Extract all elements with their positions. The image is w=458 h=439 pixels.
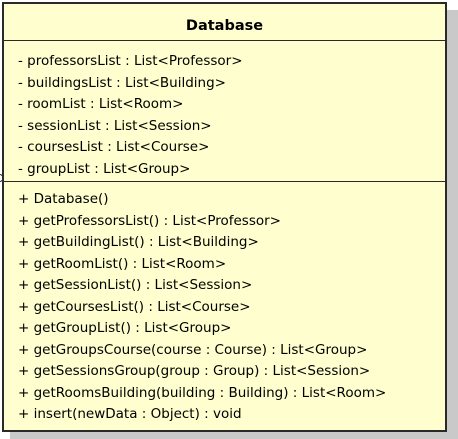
attribute-buildings-list: - buildingsList : List<Building> bbox=[18, 74, 226, 91]
operation-get-sessions-group: + getSessionsGroup(group : Group) : List… bbox=[18, 363, 371, 379]
attribute-room-list: - roomList : List<Room> bbox=[18, 96, 184, 112]
operation-get-courses-list: + getCoursesList() : List<Course> bbox=[18, 298, 251, 315]
class-name: Database bbox=[4, 4, 445, 41]
database-class-box[interactable]: Database - professorsList : List<Profess… bbox=[2, 2, 447, 432]
operation-constructor: + Database() bbox=[18, 191, 109, 207]
attributes-compartment: - professorsList : List<Professor> - bui… bbox=[4, 41, 445, 182]
operation-get-building-list: + getBuildingList() : List<Building> bbox=[18, 234, 259, 250]
operation-get-rooms-building: + getRoomsBuilding(building : Building) … bbox=[18, 384, 387, 401]
attribute-session-list: - sessionList : List<Session> bbox=[18, 117, 212, 134]
operation-insert: + insert(newData : Object) : void bbox=[18, 406, 242, 422]
operation-get-room-list: + getRoomList() : List<Room> bbox=[18, 255, 227, 272]
operation-get-professors-list: + getProfessorsList() : List<Professor> bbox=[18, 212, 281, 229]
operation-get-groups-course: + getGroupsCourse(course : Course) : Lis… bbox=[18, 341, 368, 358]
operations-compartment: + Database() + getProfessorsList() : Lis… bbox=[4, 182, 445, 426]
attribute-group-list: - groupList : List<Group> bbox=[18, 160, 191, 177]
operation-get-group-list: + getGroupList() : List<Group> bbox=[18, 320, 232, 336]
attribute-courses-list: - coursesList : List<Course> bbox=[18, 139, 210, 155]
operation-get-session-list: + getSessionList() : List<Session> bbox=[18, 277, 253, 293]
attribute-professors-list: - professorsList : List<Professor> bbox=[18, 53, 243, 69]
